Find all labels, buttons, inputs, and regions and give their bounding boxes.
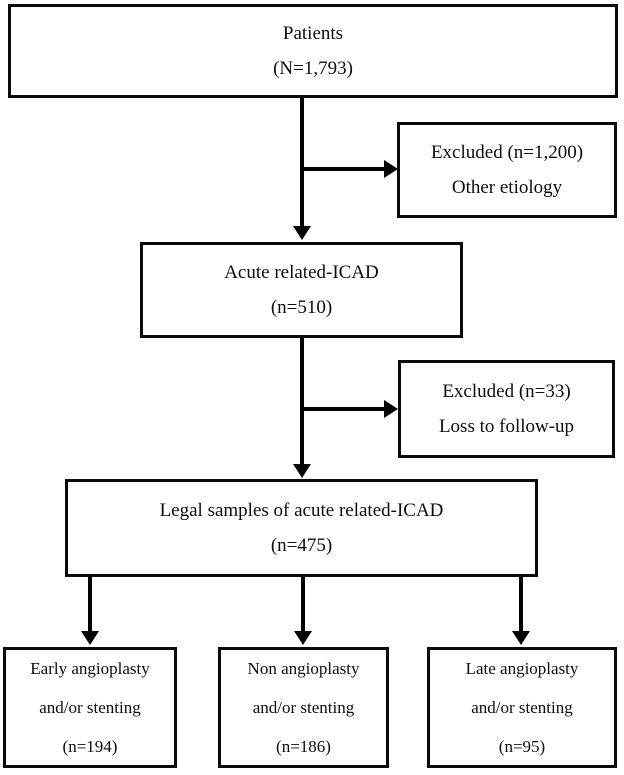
arrow-line-to-early [88, 577, 92, 631]
flow-box-legal-samples: Legal samples of acute related-ICAD (n=4… [65, 479, 538, 577]
arrowhead-right-icon [384, 400, 398, 418]
arrowhead-right-icon [384, 160, 398, 178]
box-line: (n=95) [498, 736, 546, 756]
arrow-line-patients-to-acute [300, 98, 304, 226]
arrowhead-down-icon [512, 631, 530, 645]
flow-box-excluded-loss-to-followup: Excluded (n=33) Loss to follow-up [398, 360, 615, 458]
box-line: Early angioplasty [30, 658, 150, 678]
arrowhead-down-icon [293, 464, 311, 478]
box-line: Other etiology [451, 176, 563, 198]
box-line: Loss to follow-up [438, 415, 575, 437]
box-line: (n=186) [276, 736, 331, 756]
flow-box-early-angioplasty: Early angioplasty and/or stenting (n=194… [3, 647, 177, 768]
box-line: Legal samples of acute related-ICAD [159, 499, 444, 521]
arrowhead-down-icon [81, 631, 99, 645]
box-line: (N=1,793) [273, 57, 353, 79]
box-line: (n=194) [62, 736, 118, 756]
box-line: Excluded (n=1,200) [430, 141, 584, 163]
arrow-line-to-excluded1 [302, 167, 384, 171]
flow-box-patients: Patients (N=1,793) [8, 4, 618, 98]
flow-box-excluded-other-etiology: Excluded (n=1,200) Other etiology [397, 122, 617, 218]
box-line: Patients [282, 22, 344, 44]
box-line: Excluded (n=33) [442, 380, 571, 402]
box-line: (n=475) [270, 534, 333, 556]
box-line: (n=510) [270, 296, 333, 318]
box-line: Acute related-ICAD [224, 261, 379, 283]
box-line: Late angioplasty [465, 658, 579, 678]
arrow-line-to-excluded2 [302, 407, 384, 411]
flow-box-non-angioplasty: Non angioplasty and/or stenting (n=186) [218, 647, 389, 768]
flow-box-acute-related-icad: Acute related-ICAD (n=510) [140, 242, 463, 338]
box-line: and/or stenting [471, 697, 573, 717]
arrow-line-acute-to-legal [300, 338, 304, 464]
box-line: Non angioplasty [247, 658, 360, 678]
box-line: and/or stenting [252, 697, 355, 717]
arrowhead-down-icon [294, 631, 312, 645]
flow-box-late-angioplasty: Late angioplasty and/or stenting (n=95) [427, 647, 617, 768]
box-line: and/or stenting [39, 697, 141, 717]
arrowhead-down-icon [293, 226, 311, 240]
arrow-line-to-non [301, 577, 305, 631]
arrow-line-to-late [519, 577, 523, 631]
